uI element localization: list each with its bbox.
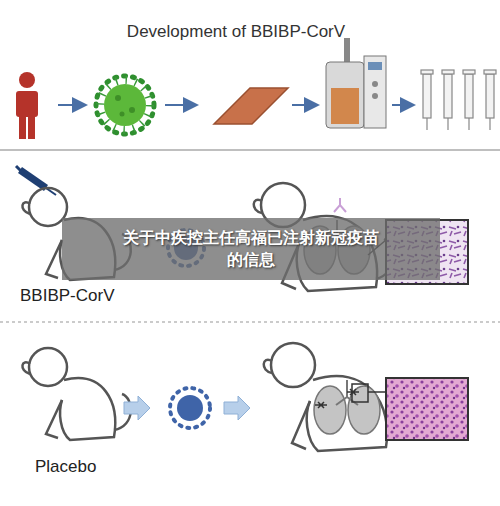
diagram-title: Development of BBIBP-CorV xyxy=(0,22,472,42)
overlay-band: 关于中疾控主任高福已注射新冠疫苗的信息 xyxy=(62,218,440,280)
section-label: Placebo xyxy=(35,457,96,477)
person-icon xyxy=(16,72,38,139)
syringes xyxy=(421,70,496,130)
overlay-text: 关于中疾控主任高福已注射新冠疫苗的信息 xyxy=(120,227,382,271)
virus-small xyxy=(170,388,210,428)
section-label: BBIBP-CorV xyxy=(20,286,114,306)
bioreactor xyxy=(326,38,386,128)
syringe-icon xyxy=(16,166,56,195)
virus-icon xyxy=(96,76,154,134)
cell-plate xyxy=(214,88,288,124)
